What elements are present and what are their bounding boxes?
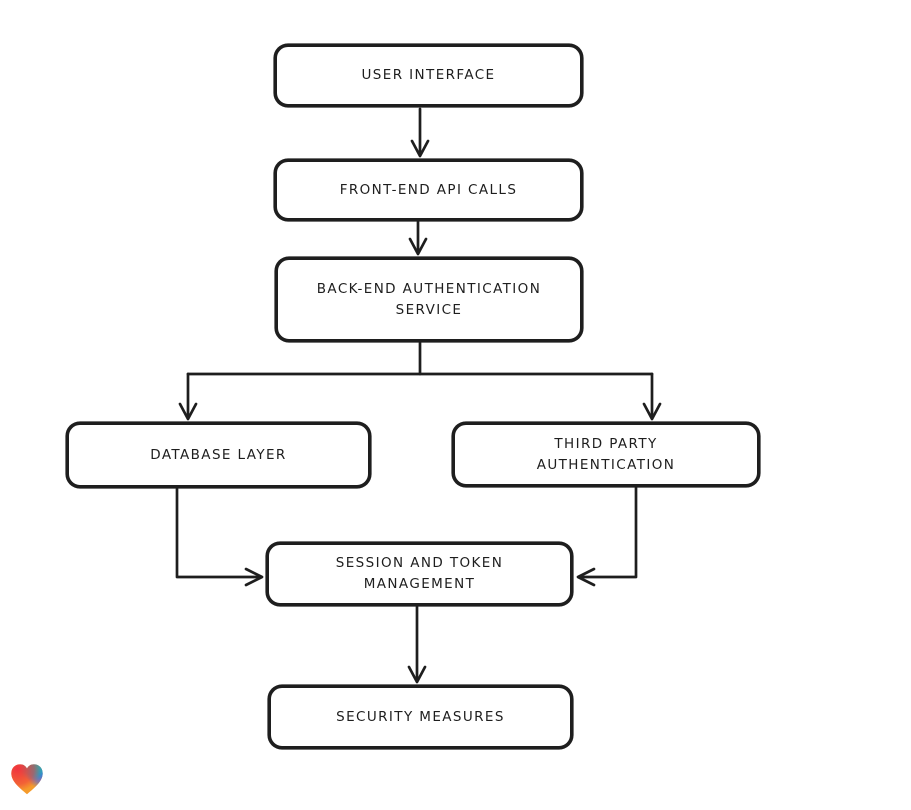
node-label: THIRD PARTY AUTHENTICATION [536,435,676,473]
edge-session-to-security [407,605,427,684]
node-back-end-authentication-service: BACK-END AUTHENTICATION SERVICE [275,257,583,342]
node-label: DATABASE LAYER [150,446,287,463]
edge-database-to-session [175,487,264,587]
node-label: SECURITY MEASURES [336,708,505,725]
edge-ui-to-frontend [410,107,430,158]
edge-frontend-to-backend [408,220,428,256]
node-label: SESSION AND TOKEN MANAGEMENT [335,555,504,592]
lovable-heart-logo[interactable] [8,761,46,798]
heart-icon [11,764,43,795]
node-front-end-api-calls: FRONT-END API CALLS [274,159,583,221]
node-label: BACK-END AUTHENTICATION SERVICE [316,280,542,318]
node-third-party-authentication: THIRD PARTY AUTHENTICATION [452,422,760,487]
node-user-interface: USER INTERFACE [274,44,583,107]
node-label: USER INTERFACE [361,67,496,83]
edge-backend-split [178,341,662,421]
node-label: FRONT-END API CALLS [339,181,518,198]
edge-thirdparty-to-session [576,486,638,587]
node-security-measures: SECURITY MEASURES [268,685,573,749]
node-session-and-token-management: SESSION AND TOKEN MANAGEMENT [266,542,573,606]
node-database-layer: DATABASE LAYER [66,422,371,488]
